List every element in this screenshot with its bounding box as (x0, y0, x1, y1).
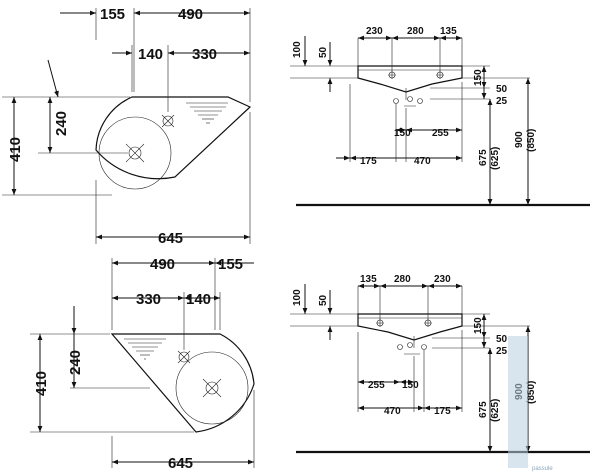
tap-hole-bottom (178, 351, 190, 363)
dim-ts-255: 255 (432, 128, 449, 139)
drain-top (128, 146, 142, 160)
dim-bs-150h: 150 (402, 380, 419, 391)
dim-bs-255: 255 (368, 380, 385, 391)
dim-ts-50b: 50 (496, 84, 508, 95)
bowl-bottom (175, 351, 249, 425)
dim-bot-645: 645 (168, 455, 193, 472)
top-plan-view: 155 490 140 330 240 410 645 (2, 6, 252, 247)
basin-outline-bottom (110, 333, 255, 433)
dim-ts-850: (850) (526, 129, 537, 152)
dim-bs-230: 230 (434, 274, 451, 285)
dim-bs-100: 100 (292, 289, 303, 306)
bottom-side-view: 135 280 230 100 50 150 50 25 255 150 470… (290, 274, 590, 454)
dim-top-490: 490 (178, 6, 203, 23)
dim-top-645: 645 (158, 230, 183, 247)
dim-bs-280: 280 (394, 274, 411, 285)
basin-side-bottom (357, 313, 463, 341)
basin-side-top (357, 65, 463, 93)
dim-bs-675: 675 (478, 401, 489, 418)
dim-bs-150: 150 (473, 317, 484, 334)
dim-ts-280: 280 (407, 26, 424, 37)
dim-bot-410: 410 (33, 371, 50, 396)
dim-bs-175: 175 (434, 406, 451, 417)
drain-bottom (205, 381, 219, 395)
dim-top-240: 240 (53, 111, 70, 136)
dim-bs-850: (850) (526, 381, 537, 404)
dim-bs-50b: 50 (496, 334, 508, 345)
dim-ts-470: 470 (414, 156, 431, 167)
dim-ts-25: 25 (496, 96, 508, 107)
dim-ts-135: 135 (440, 26, 457, 37)
dim-bot-140: 140 (186, 291, 211, 308)
dim-ts-625: (625) (490, 147, 501, 170)
dim-ts-150: 150 (473, 69, 484, 86)
dim-ts-175: 175 (360, 156, 377, 167)
dim-ts-900: 900 (514, 131, 525, 148)
watermark-text: passule (532, 466, 553, 472)
dim-top-155: 155 (100, 6, 125, 23)
dim-bot-330: 330 (136, 291, 161, 308)
dim-bs-625: (625) (490, 399, 501, 422)
dim-bs-25: 25 (496, 346, 508, 357)
watermark: passule (508, 336, 553, 472)
dim-bot-155: 155 (218, 256, 243, 273)
tap-hole-top (162, 115, 174, 127)
basin-outline-top (95, 96, 252, 180)
dim-top-330: 330 (192, 46, 217, 63)
grid-bottom (124, 338, 166, 360)
dim-ts-50: 50 (318, 46, 329, 58)
dim-bs-50: 50 (318, 294, 329, 306)
dim-ts-100: 100 (292, 41, 303, 58)
dim-bot-240: 240 (67, 350, 84, 375)
dim-bs-470: 470 (384, 406, 401, 417)
dim-top-140: 140 (138, 46, 163, 63)
dim-ts-675: 675 (478, 149, 489, 166)
dim-top-410: 410 (7, 137, 24, 162)
top-side-view: 230 280 135 100 50 150 50 25 150 255 175… (290, 26, 590, 207)
bottom-plan-view: 490 155 330 140 240 410 645 (30, 256, 255, 472)
dim-bs-135: 135 (360, 274, 377, 285)
dim-bot-490: 490 (150, 256, 175, 273)
dim-ts-150h: 150 (394, 128, 411, 139)
dim-ts-230: 230 (366, 26, 383, 37)
grid-top (186, 102, 228, 124)
